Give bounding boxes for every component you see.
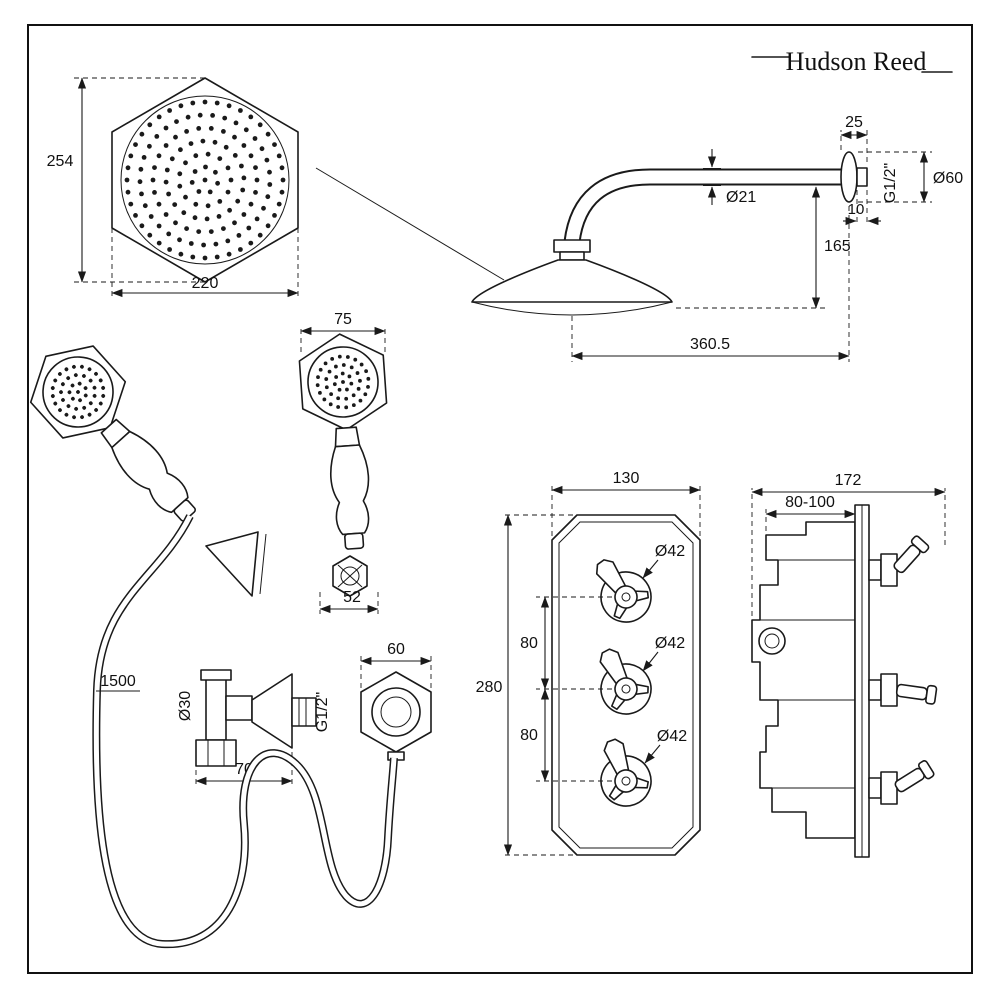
dim-outlet-pipe-diameter: Ø30	[177, 691, 194, 721]
side-handle-middle	[868, 673, 938, 707]
dim-outlet-width: 60	[387, 641, 405, 658]
side-handle-bottom	[868, 760, 935, 805]
brand-logo: Hudson Reed	[751, 47, 953, 76]
valve-side-view: 172 80-100	[751, 472, 946, 858]
dim-arm-thread: G1/2"	[882, 163, 899, 203]
dim-hose-length: 1500	[100, 673, 136, 690]
dim-flange-diameter: Ø60	[933, 170, 963, 187]
dim-handle-diameter-top: Ø42	[655, 543, 685, 560]
handset-assembly: 75 52 60	[13, 311, 432, 949]
dim-head-drop: 165	[824, 238, 851, 255]
dim-handle-diameter-middle: Ø42	[655, 635, 685, 652]
escutcheon-cone	[251, 673, 293, 749]
dim-reach: 360.5	[690, 336, 730, 353]
showerhead-arm-side-view: 25 Ø60 G1/2" 10 Ø21 165 360.5	[471, 114, 963, 362]
dim-handset-width: 75	[334, 311, 352, 328]
side-handle-top	[868, 535, 930, 587]
valve-inlet	[758, 627, 786, 655]
dim-valve-side-width: 172	[835, 472, 862, 489]
head-nozzle-dots	[124, 99, 286, 261]
handset-face-view	[296, 330, 398, 553]
dim-handle-spacing-lower: 80	[520, 727, 538, 744]
dim-handle-spacing-upper: 80	[520, 635, 538, 652]
sheet-border	[27, 24, 973, 974]
dim-handle-diameter-bottom: Ø42	[657, 728, 687, 745]
dim-outlet-thread: G1/2"	[314, 692, 331, 732]
dim-valve-width: 130	[613, 470, 640, 487]
valve-front-view: 130 280 80 80 Ø42 Ø42 Ø42	[476, 470, 701, 856]
dim-mounting-depth: 80-100	[785, 494, 835, 511]
showerhead-top-view: 254 220	[47, 77, 505, 298]
wall-flange	[840, 151, 858, 203]
valve-body	[751, 521, 856, 839]
reference-line	[315, 167, 505, 281]
wall-outlet-elbow	[195, 669, 317, 767]
head-face-circle	[120, 95, 290, 265]
thread-stub	[856, 167, 868, 187]
hex-wall-outlet	[360, 671, 432, 761]
dim-wall-offset: 25	[845, 114, 863, 131]
dim-head-height: 254	[47, 153, 74, 170]
dim-arm-diameter: Ø21	[726, 189, 756, 206]
brand-name: Hudson Reed	[786, 47, 927, 76]
dim-flange-depth: 10	[848, 201, 865, 218]
dim-bracket-offset: 52	[343, 589, 361, 606]
shower-bell-rim	[471, 301, 673, 316]
dim-valve-height: 280	[476, 679, 503, 696]
handset-on-bracket	[13, 327, 222, 546]
handset-wall-bracket	[332, 555, 368, 597]
shower-bell	[471, 259, 673, 303]
bracket-cone	[205, 531, 259, 597]
dim-head-width: 220	[192, 275, 219, 292]
head-collar	[553, 239, 591, 253]
